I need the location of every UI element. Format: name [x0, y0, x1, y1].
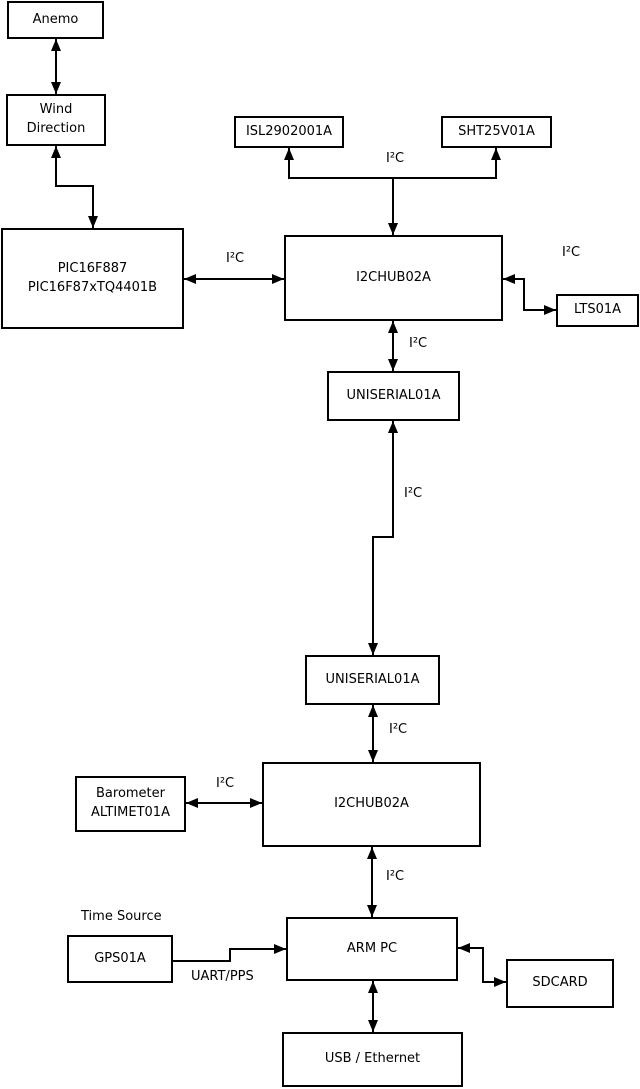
- edge-uniserial-uniserial: [368, 421, 398, 655]
- label-i2c-uniserial-hub2: I²C: [389, 722, 408, 737]
- edge-i2chub-top-lts: [503, 274, 556, 315]
- node-i2c-hub-bottom: I2CHUB02A: [262, 762, 481, 847]
- node-uniserial-top: UNISERIAL01A: [327, 371, 460, 421]
- label-i2c-pic-link: I²C: [226, 251, 245, 266]
- node-sdcard: SDCARD: [506, 959, 614, 1008]
- node-lts-sensor: LTS01A: [556, 294, 639, 327]
- edge-gps-armpc: [173, 944, 286, 962]
- node-pic-microcontroller: PIC16F887 PIC16F87xTQ4401B: [1, 228, 184, 329]
- node-uniserial-bottom: UNISERIAL01A: [305, 655, 440, 705]
- node-sht-humidity-sensor: SHT25V01A: [441, 116, 552, 148]
- label-i2c-hub2-armpc: I²C: [386, 869, 405, 884]
- node-barometer: Barometer ALTIMET01A: [75, 776, 186, 832]
- label-i2c-hub1-uniserial: I²C: [409, 336, 428, 351]
- edge-armpc-sdcard: [458, 943, 506, 987]
- node-gps: GPS01A: [67, 935, 173, 983]
- node-anemometer: Anemo: [7, 1, 104, 39]
- node-isl-light-sensor: ISL2902001A: [234, 116, 344, 148]
- label-uart-pps: UART/PPS: [191, 969, 254, 984]
- node-wind-direction: Wind Direction: [6, 94, 106, 146]
- node-arm-pc: ARM PC: [286, 917, 458, 981]
- label-i2c-lts-link: I²C: [562, 245, 581, 260]
- label-time-source: Time Source: [81, 909, 162, 924]
- edge-wind-pic: [51, 146, 98, 228]
- node-usb-ethernet: USB / Ethernet: [282, 1032, 463, 1087]
- label-i2c-sensor-bus: I²C: [386, 151, 405, 166]
- node-i2c-hub-top: I2CHUB02A: [284, 235, 503, 321]
- label-i2c-barometer-link: I²C: [216, 776, 235, 791]
- label-i2c-long-link: I²C: [404, 486, 423, 501]
